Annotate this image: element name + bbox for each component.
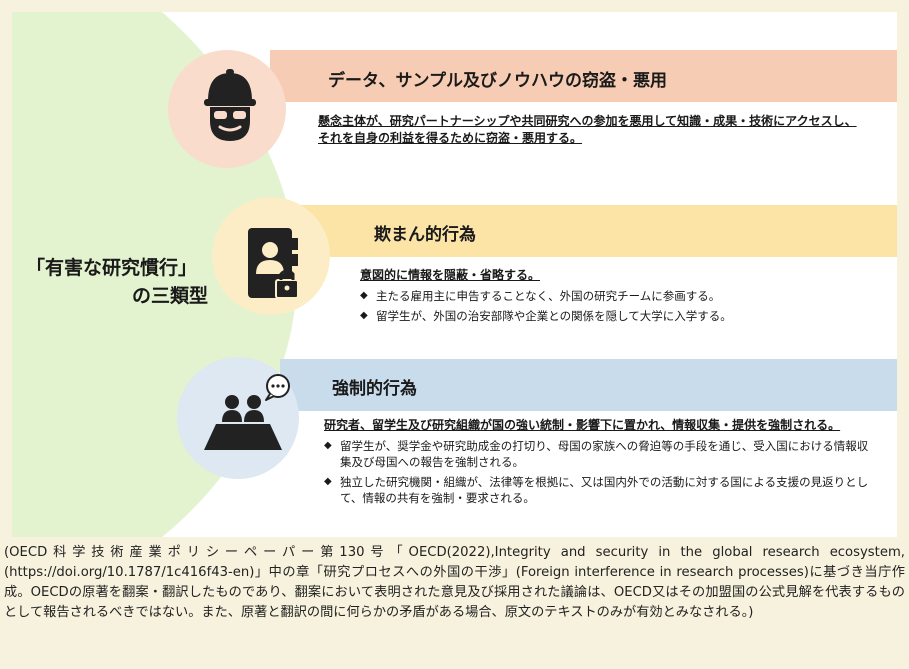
thief-icon: [204, 69, 256, 141]
section-desc-coercion: 研究者、留学生及び研究組織が国の強い統制・影響下に置かれ、情報収集・提供を強制さ…: [324, 417, 879, 506]
central-label-line2: の三類型: [131, 285, 208, 307]
band-deception: [300, 205, 897, 257]
meeting-people-icon: [204, 374, 290, 450]
section-summary-deception: 意図的に情報を隠蔽・省略する。: [360, 268, 541, 282]
locked-contact-book-icon: [248, 228, 299, 299]
section-desc-theft: 懸念主体が、研究パートナーシップや共同研究への参加を悪用して知識・成果・技術にア…: [318, 113, 858, 147]
bullet-item: ◆ 独立した研究機関・組織が、法律等を根拠に、又は国内外での活動に対する国による…: [324, 474, 879, 506]
bullet-text: 主たる雇用主に申告することなく、外国の研究チームに参画する。: [376, 289, 721, 303]
bullet-diamond-icon: ◆: [324, 440, 332, 451]
source-footnote: (OECD科学技術産業ポリシーペーパー第130号「OECD(2022),Inte…: [4, 545, 905, 620]
bullet-item: ◆ 主たる雇用主に申告することなく、外国の研究チームに参画する。: [360, 288, 880, 304]
bullet-text: 独立した研究機関・組織が、法律等を根拠に、又は国内外での活動に対する国による支援…: [340, 475, 869, 505]
band-coercion: [280, 359, 897, 411]
bullet-text: 留学生が、奨学金や研究助成金の打切り、母国の家族への脅迫等の手段を通じ、受入国に…: [340, 439, 869, 469]
section-title-deception: 欺まん的行為: [374, 225, 476, 245]
bullet-diamond-icon: ◆: [360, 290, 368, 301]
central-label-line1: 「有害な研究慣行」: [26, 257, 198, 279]
central-label: 「有害な研究慣行」 の三類型: [26, 254, 216, 310]
bullet-diamond-icon: ◆: [360, 310, 368, 321]
section-desc-deception: 意図的に情報を隠蔽・省略する。 ◆ 主たる雇用主に申告することなく、外国の研究チ…: [360, 267, 880, 324]
section-summary-coercion: 研究者、留学生及び研究組織が国の強い統制・影響下に置かれ、情報収集・提供を強制さ…: [324, 418, 841, 432]
bullet-item: ◆ 留学生が、奨学金や研究助成金の打切り、母国の家族への脅迫等の手段を通じ、受入…: [324, 438, 879, 470]
section-title-coercion: 強制的行為: [332, 379, 417, 399]
section-summary-theft: 懸念主体が、研究パートナーシップや共同研究への参加を悪用して知識・成果・技術にア…: [318, 114, 857, 145]
bullet-diamond-icon: ◆: [324, 476, 332, 487]
section-title-theft: データ、サンプル及びノウハウの窃盗・悪用: [328, 71, 667, 91]
band-theft: [270, 50, 897, 102]
bullet-item: ◆ 留学生が、外国の治安部隊や企業との関係を隠して大学に入学する。: [360, 308, 880, 324]
bullet-text: 留学生が、外国の治安部隊や企業との関係を隠して大学に入学する。: [376, 309, 732, 323]
